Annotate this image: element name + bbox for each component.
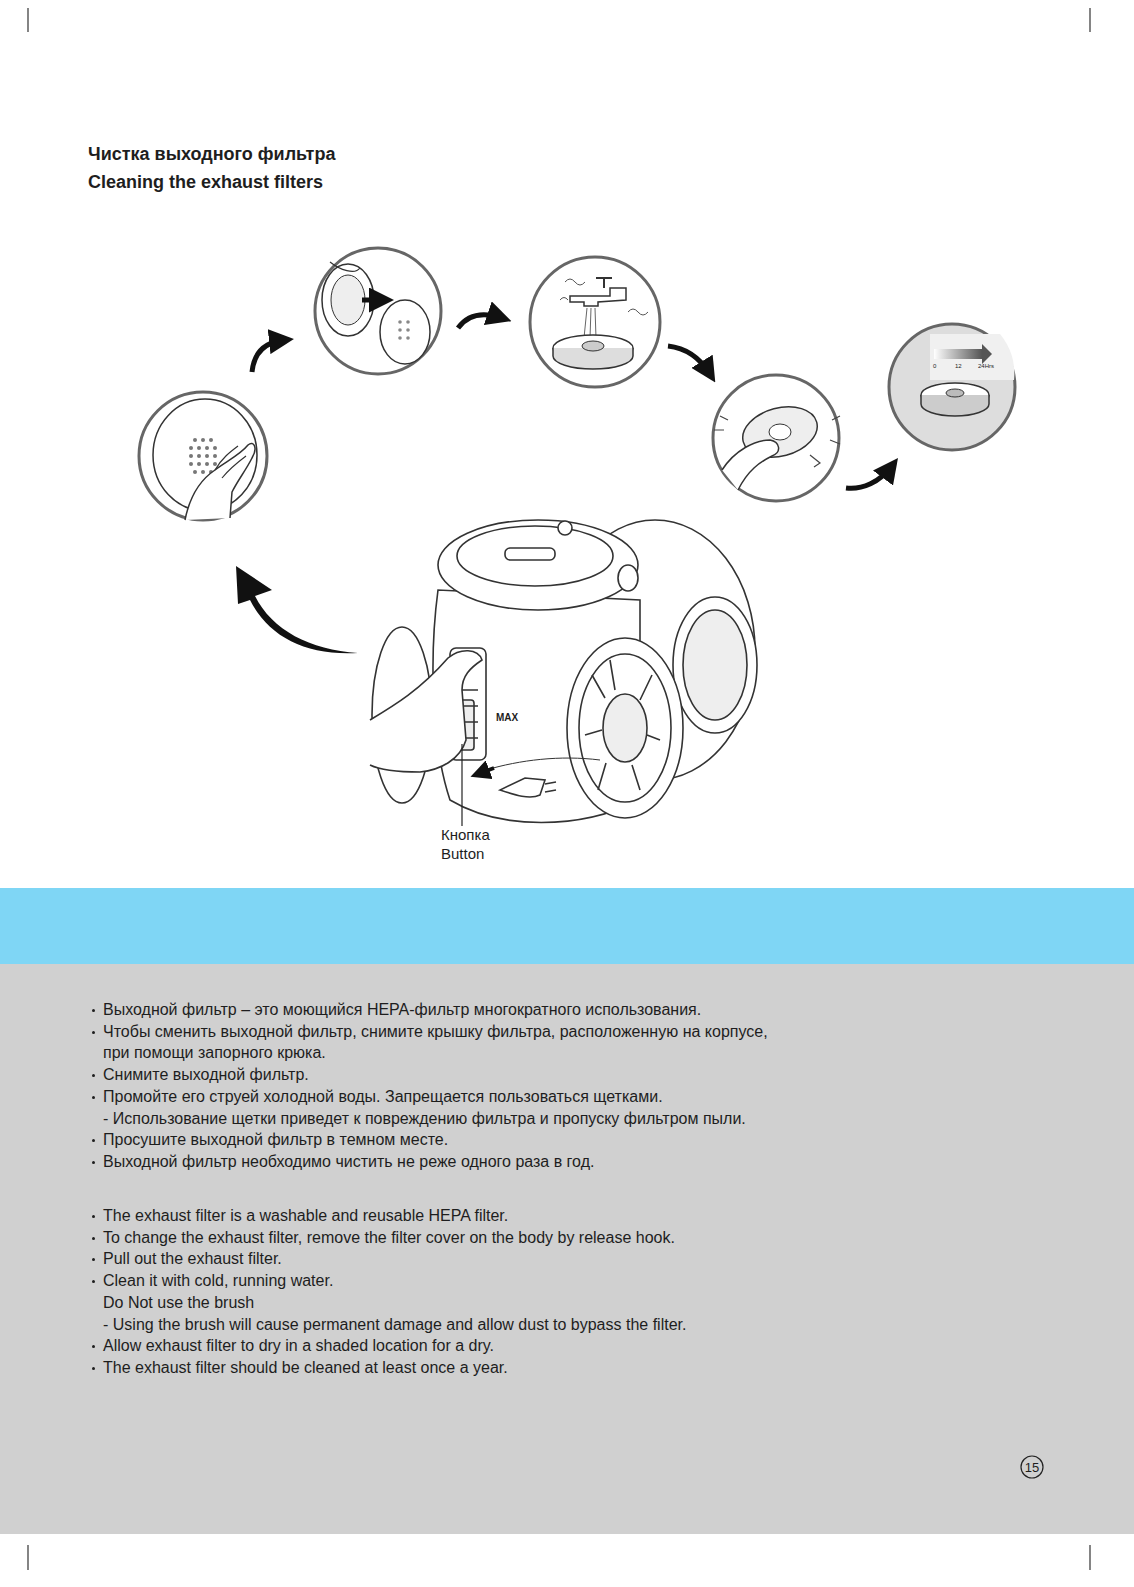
instruction-line: The exhaust filter is a washable and reu… (88, 1205, 988, 1227)
instruction-text: The exhaust filter is a washable and reu… (103, 1205, 508, 1227)
instruction-text: Промойте его струей холодной воды. Запре… (103, 1086, 663, 1108)
bullet-dot (92, 1074, 95, 1077)
instruction-text: To change the exhaust filter, remove the… (103, 1227, 675, 1249)
instruction-text: Do Not use the brush (103, 1292, 254, 1314)
big-arrow (236, 566, 358, 653)
instruction-text: Clean it with cold, running water. (103, 1270, 333, 1292)
instruction-text: Чтобы сменить выходной фильтр, снимите к… (103, 1021, 793, 1064)
page-number-ring (1021, 1456, 1043, 1478)
bullet-dot (92, 1031, 95, 1034)
grey-panel (0, 964, 1134, 1534)
instruction-text: Выходной фильтр необходимо чистить не ре… (103, 1151, 594, 1173)
bullet-dot (92, 1367, 95, 1370)
instruction-line: Выходной фильтр – это моющийся HEPA-филь… (88, 999, 988, 1021)
step-arrows (252, 315, 892, 488)
instruction-line: Чтобы сменить выходной фильтр, снимите к… (88, 1021, 988, 1064)
instruction-line: To change the exhaust filter, remove the… (88, 1227, 988, 1249)
leader-line (461, 744, 462, 826)
instruction-line: The exhaust filter should be cleaned at … (88, 1357, 988, 1379)
instruction-text: - Using the brush will cause permanent d… (103, 1314, 686, 1336)
vacuum-cleaner (370, 520, 757, 823)
time-mark: 0 (933, 363, 936, 369)
bullet-dot (92, 1009, 95, 1012)
bullet-dot (92, 1161, 95, 1164)
instruction-text: The exhaust filter should be cleaned at … (103, 1357, 508, 1379)
page-title: Чистка выходного фильтра (88, 144, 335, 165)
bullet-dot (92, 1139, 95, 1142)
bullet-dot (92, 1096, 95, 1099)
instruction-list: Выходной фильтр – это моющийся HEPA-филь… (88, 999, 988, 1173)
instruction-line: - Использование щетки приведет к поврежд… (88, 1108, 988, 1130)
instruction-line: Промойте его струей холодной воды. Запре… (88, 1086, 988, 1108)
bullet-dot (92, 1258, 95, 1261)
bullet-dot (92, 1280, 95, 1283)
blue-band (0, 888, 1134, 964)
instruction-line: Снимите выходной фильтр. (88, 1064, 988, 1086)
page-number: 15 (1025, 1460, 1039, 1475)
page-subtitle: Cleaning the exhaust filters (88, 172, 323, 193)
step-2-remove (315, 248, 441, 374)
instruction-line: Clean it with cold, running water. (88, 1270, 988, 1292)
time-mark: 12 (955, 363, 962, 369)
instruction-line: - Using the brush will cause permanent d… (88, 1314, 988, 1336)
instruction-line: Allow exhaust filter to dry in a shaded … (88, 1335, 988, 1357)
instruction-text: Снимите выходной фильтр. (103, 1064, 309, 1086)
instruction-text: - Использование щетки приведет к поврежд… (103, 1108, 746, 1130)
instruction-line: Do Not use the brush (88, 1292, 988, 1314)
bullet-dot (92, 1237, 95, 1240)
bullet-dot (92, 1215, 95, 1218)
step-3-rinse (530, 257, 660, 387)
pull-arrow (478, 768, 494, 774)
instruction-text: Allow exhaust filter to dry in a shaded … (103, 1335, 494, 1357)
instruction-text: Выходной фильтр – это моющийся HEPA-филь… (103, 999, 701, 1021)
instruction-text: Просушите выходной фильтр в темном месте… (103, 1129, 448, 1151)
time-mark: 24Hrs (978, 363, 994, 369)
part-label: Кнопка (441, 826, 490, 843)
instruction-list: The exhaust filter is a washable and reu… (88, 1205, 988, 1379)
instruction-line: Просушите выходной фильтр в темном месте… (88, 1129, 988, 1151)
instruction-line: Выходной фильтр необходимо чистить не ре… (88, 1151, 988, 1173)
instruction-line: Pull out the exhaust filter. (88, 1248, 988, 1270)
step-5-dry (889, 324, 1015, 450)
bullet-dot (92, 1345, 95, 1348)
instruction-text: Pull out the exhaust filter. (103, 1248, 282, 1270)
step-4-shake (713, 375, 840, 501)
model-mark: MAX (496, 712, 518, 723)
step-1-cover (139, 392, 267, 520)
part-label: Button (441, 845, 484, 862)
